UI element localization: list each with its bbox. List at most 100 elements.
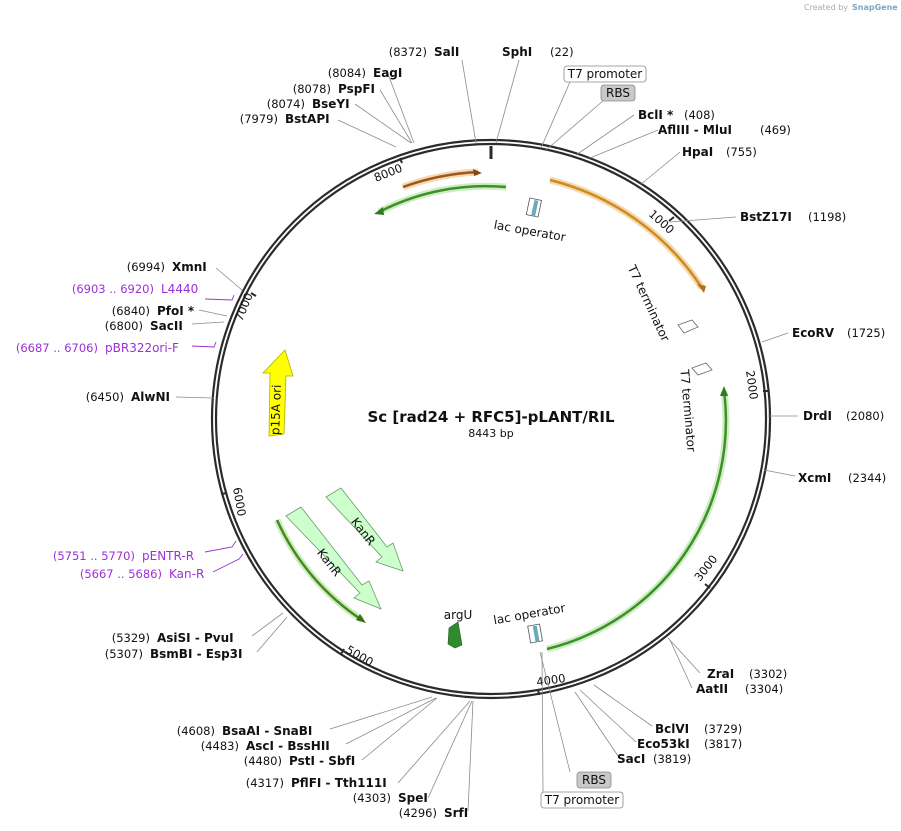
t7-promoter-bottom-label: T7 promoter bbox=[544, 793, 620, 807]
tick-label-2000: 2000 bbox=[743, 369, 761, 400]
primer-pos: (6687 .. 6706) bbox=[16, 341, 98, 355]
site-name[interactable]: BclI * bbox=[638, 108, 674, 122]
site-name[interactable]: BsmBI - Esp3I bbox=[150, 647, 242, 661]
orf-green-right[interactable] bbox=[546, 386, 730, 653]
t7-promoter-bottom-box[interactable]: T7 promoter bbox=[540, 791, 624, 809]
t7-promoter-top-label: T7 promoter bbox=[567, 67, 643, 81]
primer-name[interactable]: L4440 bbox=[161, 282, 198, 296]
tick-label-4000: 4000 bbox=[535, 671, 566, 689]
tick-6000 bbox=[220, 492, 228, 495]
site-name[interactable]: SphI bbox=[502, 45, 532, 59]
tick-5000 bbox=[340, 648, 345, 655]
site-pos: (4317) bbox=[246, 776, 284, 790]
primer-pos: (5667 .. 5686) bbox=[80, 567, 162, 581]
site-name[interactable]: AsiSI - PvuI bbox=[157, 631, 234, 645]
site-name[interactable]: XmnI bbox=[172, 260, 207, 274]
site-name[interactable]: DrdI bbox=[803, 409, 832, 423]
rbs-top-box[interactable]: RBS bbox=[600, 84, 636, 102]
site-leaders bbox=[175, 59, 798, 812]
site-name[interactable]: Eco53kI bbox=[637, 737, 690, 751]
site-name[interactable]: BstZ17I bbox=[740, 210, 792, 224]
site-name[interactable]: EcoRV bbox=[792, 326, 835, 340]
site-pos: (3729) bbox=[704, 722, 742, 736]
lac-operator-bottom-label: lac operator bbox=[492, 601, 566, 627]
lac-operator-top[interactable]: lac operator bbox=[493, 197, 567, 244]
site-name[interactable]: BsaAI - SnaBI bbox=[222, 724, 312, 738]
site-pos: (6994) bbox=[127, 260, 165, 274]
plasmid-name: Sc [rad24 + RFC5]-pLANT/RIL bbox=[367, 408, 615, 426]
t7-terminator-2[interactable]: T7 terminator bbox=[677, 362, 713, 453]
orf-green-bottom-left[interactable] bbox=[273, 518, 366, 623]
t7-promoter-top-box[interactable]: T7 promoter bbox=[563, 65, 647, 83]
site-pos: (4480) bbox=[244, 754, 282, 768]
site-pos: (4483) bbox=[201, 739, 239, 753]
orf-green-top[interactable] bbox=[374, 182, 507, 216]
primer-name[interactable]: Kan-R bbox=[169, 567, 204, 581]
site-name[interactable]: ZraI bbox=[707, 667, 734, 681]
site-name[interactable]: SalI bbox=[434, 45, 459, 59]
t7-terminator-1[interactable]: T7 terminator bbox=[624, 262, 699, 344]
t7-terminator-1-label: T7 terminator bbox=[624, 262, 672, 344]
tick-marks bbox=[220, 157, 769, 696]
primer-name[interactable]: pENTR-R bbox=[142, 549, 194, 563]
site-pos: (4608) bbox=[177, 724, 215, 738]
site-name[interactable]: PfoI * bbox=[157, 304, 195, 318]
backbone-ring bbox=[210, 138, 772, 700]
primer-labels: (6903 .. 6920) L4440 (6687 .. 6706) pBR3… bbox=[16, 282, 204, 581]
orf-orange-left[interactable] bbox=[401, 168, 482, 191]
rbs-bottom-box[interactable]: RBS bbox=[576, 771, 612, 789]
primer-name[interactable]: pBR322ori-F bbox=[105, 341, 179, 355]
site-name[interactable]: SacI bbox=[617, 752, 645, 766]
site-name[interactable]: BclVI bbox=[655, 722, 689, 736]
site-pos: (8078) bbox=[293, 82, 331, 96]
p15a-ori-arrow[interactable]: p15A ori bbox=[262, 349, 294, 437]
rbs-top-label: RBS bbox=[606, 86, 630, 100]
primer-pos: (5751 .. 5770) bbox=[53, 549, 135, 563]
site-name[interactable]: XcmI bbox=[798, 471, 831, 485]
site-labels: (8372) SalI SphI (22) (8084) EagI (8078)… bbox=[86, 45, 887, 820]
tick-label-7000: 7000 bbox=[232, 291, 256, 323]
site-pos: (7979) bbox=[240, 112, 278, 126]
tick-8000 bbox=[399, 157, 403, 164]
site-pos: (3817) bbox=[704, 737, 742, 751]
site-pos: (6450) bbox=[86, 390, 124, 404]
site-name[interactable]: PflFI - Tth111I bbox=[291, 776, 387, 790]
site-pos: (6800) bbox=[105, 319, 143, 333]
tick-7000 bbox=[250, 292, 257, 297]
site-pos: (3302) bbox=[749, 667, 787, 681]
site-name[interactable]: EagI bbox=[373, 66, 402, 80]
site-name[interactable]: SrfI bbox=[444, 806, 468, 820]
site-pos: (408) bbox=[684, 108, 715, 122]
site-pos: (1725) bbox=[847, 326, 885, 340]
site-pos: (4296) bbox=[399, 806, 437, 820]
orf-orange-right[interactable] bbox=[549, 176, 706, 293]
site-pos: (22) bbox=[550, 45, 574, 59]
tick-3000 bbox=[704, 583, 711, 589]
site-pos: (469) bbox=[760, 123, 791, 137]
site-name[interactable]: PspFI bbox=[338, 82, 375, 96]
argu-arrow[interactable]: argU bbox=[444, 608, 472, 649]
site-name[interactable]: BseYI bbox=[312, 97, 350, 111]
site-name[interactable]: SpeI bbox=[398, 791, 428, 805]
site-name[interactable]: HpaI bbox=[682, 145, 713, 159]
t7-terminator-2-label: T7 terminator bbox=[677, 368, 698, 453]
site-name[interactable]: AatII bbox=[696, 682, 728, 696]
plasmid-length: 8443 bp bbox=[468, 427, 513, 440]
site-pos: (1198) bbox=[808, 210, 846, 224]
site-name[interactable]: SacII bbox=[150, 319, 183, 333]
site-name[interactable]: AlwNI bbox=[131, 390, 170, 404]
site-name[interactable]: BstAPI bbox=[285, 112, 330, 126]
site-name[interactable]: AscI - BssHII bbox=[246, 739, 330, 753]
site-pos: (755) bbox=[726, 145, 757, 159]
site-pos: (5307) bbox=[105, 647, 143, 661]
lac-operator-top-label: lac operator bbox=[493, 218, 567, 244]
site-pos: (3304) bbox=[745, 682, 783, 696]
site-pos: (5329) bbox=[112, 631, 150, 645]
tick-label-6000: 6000 bbox=[230, 486, 249, 517]
argu-label: argU bbox=[444, 608, 472, 622]
site-pos: (2344) bbox=[848, 471, 886, 485]
site-name[interactable]: PstI - SbfI bbox=[289, 754, 355, 768]
lac-operator-bottom[interactable]: lac operator bbox=[492, 601, 566, 644]
site-name[interactable]: AflIII - MluI bbox=[658, 123, 732, 137]
tick-4000 bbox=[537, 688, 540, 696]
